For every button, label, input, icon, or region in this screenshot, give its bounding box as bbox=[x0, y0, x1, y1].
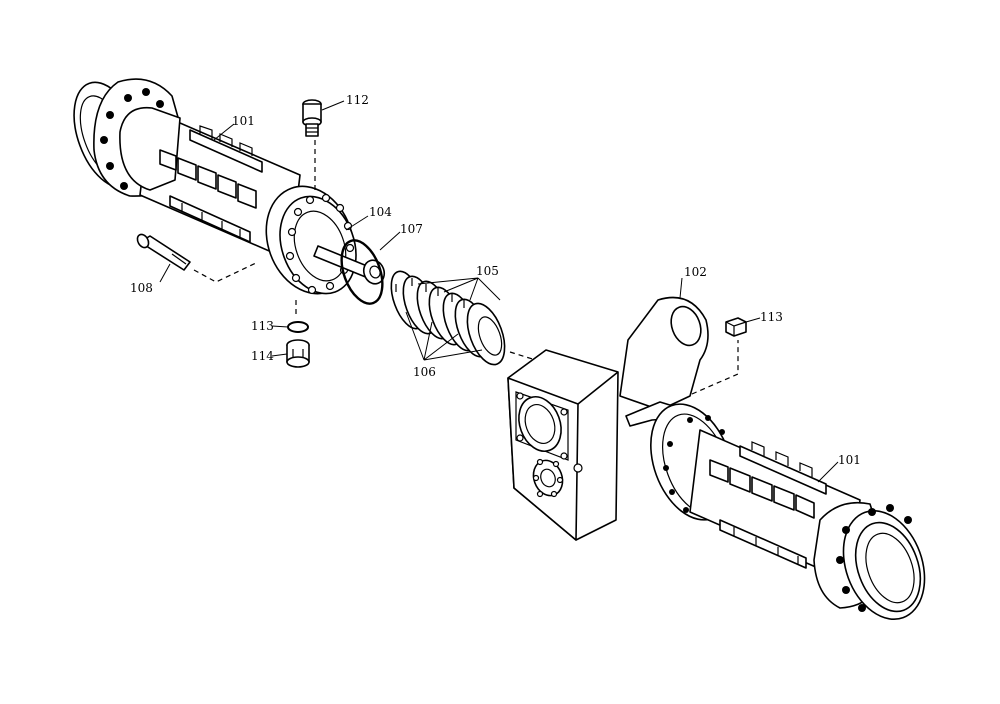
left-axle-housing bbox=[73, 78, 357, 295]
callout-106: 106 bbox=[413, 365, 436, 379]
center-housing-102 bbox=[507, 296, 739, 541]
callout-labels: 101 112 104 107 108 105 102 113 113 114 … bbox=[130, 93, 861, 483]
callout-113-left: 113 bbox=[251, 319, 274, 333]
callout-108: 108 bbox=[130, 281, 153, 295]
callout-105: 105 bbox=[476, 264, 499, 278]
callout-113-right: 113 bbox=[760, 310, 783, 324]
right-axle-housing bbox=[689, 429, 926, 621]
disc-pack bbox=[390, 270, 543, 366]
callout-101-left: 101 bbox=[232, 114, 255, 128]
bolt-108 bbox=[136, 233, 259, 283]
callout-112: 112 bbox=[346, 93, 369, 107]
callout-102: 102 bbox=[684, 265, 707, 279]
callout-101-right: 101 bbox=[838, 453, 861, 467]
plug-113-right bbox=[725, 317, 747, 337]
callout-107: 107 bbox=[400, 222, 423, 236]
callout-104: 104 bbox=[369, 205, 392, 219]
plug-114 bbox=[286, 339, 310, 368]
callout-114: 114 bbox=[251, 349, 274, 363]
o-ring bbox=[340, 239, 384, 305]
plug-112 bbox=[302, 99, 322, 192]
washer-113-left bbox=[287, 300, 309, 333]
